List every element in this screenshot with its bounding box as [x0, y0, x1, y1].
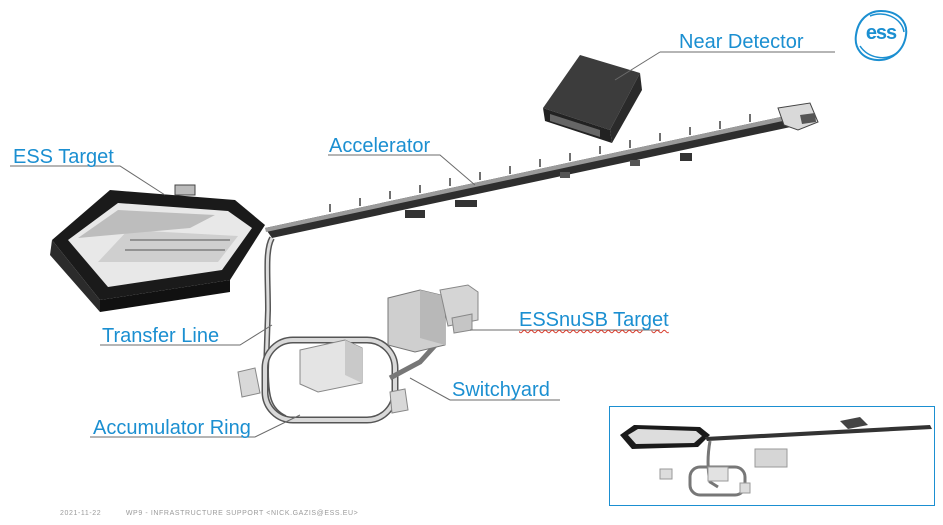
ess-target-building	[50, 184, 265, 312]
label-ess-target: ESS Target	[13, 146, 114, 168]
footer: 2021-11-22 WP9 - INFRASTRUCTURE SUPPORT …	[60, 510, 380, 517]
near-detector-building	[543, 55, 642, 143]
footer-note: WP9 - INFRASTRUCTURE SUPPORT <NICK.GAZIS…	[125, 510, 359, 517]
leader-lines	[10, 51, 835, 438]
label-essnusb-target: ESSnuSB Target	[519, 309, 669, 331]
inset-facility-thumbnail	[620, 417, 932, 497]
essnusb-target-building	[387, 284, 479, 381]
label-switchyard: Switchyard	[452, 379, 550, 401]
overview-inset	[609, 406, 935, 506]
accelerator-linac	[265, 102, 819, 238]
label-transfer-line: Transfer Line	[102, 325, 220, 347]
logo-wordmark: ess	[865, 22, 897, 44]
label-accelerator: Accelerator	[329, 135, 431, 157]
label-near-detector: Near Detector	[679, 31, 804, 53]
ess-logo	[850, 8, 912, 64]
label-accumulator-ring: Accumulator Ring	[93, 417, 251, 439]
footer-date: 2021-11-22	[60, 510, 102, 517]
accumulator-ring	[237, 336, 409, 424]
